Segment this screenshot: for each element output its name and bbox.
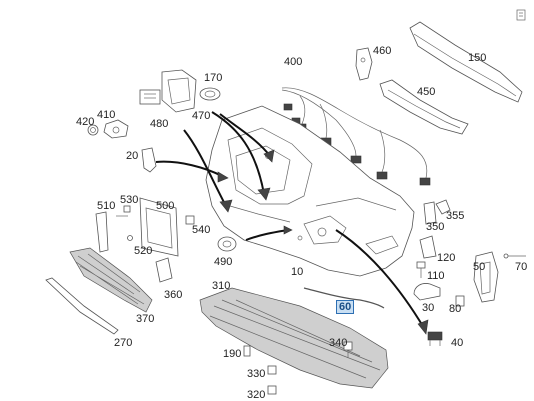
- callout-80[interactable]: 80: [449, 303, 462, 315]
- part-50-side-bracket[interactable]: [473, 251, 499, 303]
- callout-410[interactable]: 410: [97, 109, 116, 121]
- callout-400[interactable]: 400: [284, 56, 303, 68]
- callout-20[interactable]: 20: [126, 150, 139, 162]
- callout-190[interactable]: 190: [223, 348, 242, 360]
- callout-490[interactable]: 490: [214, 256, 233, 268]
- callout-120[interactable]: 120: [437, 252, 456, 264]
- part-190-bolt[interactable]: [243, 345, 251, 357]
- callout-340[interactable]: 340: [329, 337, 348, 349]
- callout-270[interactable]: 270: [114, 337, 133, 349]
- callout-360[interactable]: 360: [164, 289, 183, 301]
- callout-310[interactable]: 310: [212, 280, 231, 292]
- part-170-ring[interactable]: [199, 87, 221, 101]
- part-500-license-plate-bracket[interactable]: [139, 197, 179, 257]
- part-460-bracket[interactable]: [355, 47, 373, 81]
- corner-mark: [516, 9, 526, 21]
- callout-10[interactable]: 10: [291, 266, 304, 278]
- callout-330[interactable]: 330: [247, 368, 266, 380]
- part-420-sensor-ring[interactable]: [87, 124, 99, 136]
- callout-170[interactable]: 170: [204, 72, 223, 84]
- callout-470[interactable]: 470: [192, 110, 211, 122]
- callout-480[interactable]: 480: [150, 118, 169, 130]
- callout-110[interactable]: 110: [427, 270, 445, 282]
- callout-540[interactable]: 540: [192, 224, 211, 236]
- callout-350[interactable]: 350: [426, 221, 445, 233]
- callout-450[interactable]: 450: [417, 86, 436, 98]
- part-10-bumper-cover[interactable]: [205, 105, 415, 277]
- part-450-trim-strip[interactable]: [379, 79, 469, 135]
- part-320-nut[interactable]: [267, 385, 277, 395]
- part-510-side-strip[interactable]: [95, 211, 109, 253]
- callout-50[interactable]: 50: [473, 261, 486, 273]
- assembly-arrows: [155, 111, 429, 335]
- part-110-bolt[interactable]: [416, 261, 426, 278]
- part-120-bracket[interactable]: [419, 235, 437, 259]
- part-530-bolt[interactable]: [123, 205, 131, 213]
- part-355-clip[interactable]: [435, 199, 451, 215]
- part-310-underbody-panel[interactable]: [199, 287, 389, 389]
- callout-40[interactable]: 40: [451, 337, 464, 349]
- callout-370[interactable]: 370: [136, 313, 155, 325]
- part-480-sensor-bracket[interactable]: [139, 69, 197, 113]
- part-330-clip[interactable]: [267, 365, 277, 375]
- part-540-bolt[interactable]: [185, 215, 195, 225]
- part-20-bracket[interactable]: [141, 147, 157, 173]
- callout-460[interactable]: 460: [373, 45, 392, 57]
- part-400-wiring-harness[interactable]: [281, 87, 431, 186]
- callout-420[interactable]: 420: [76, 116, 95, 128]
- part-40-connector[interactable]: [427, 331, 443, 346]
- callout-510[interactable]: 510: [97, 200, 116, 212]
- callout-320[interactable]: 320: [247, 389, 266, 401]
- part-70-screw[interactable]: [503, 253, 526, 259]
- callout-355[interactable]: 355: [446, 210, 465, 222]
- part-360-clip[interactable]: [155, 257, 173, 283]
- part-490-sensor[interactable]: [217, 236, 237, 252]
- part-270-trim-strip[interactable]: [45, 277, 119, 335]
- part-30-cover-cap[interactable]: [413, 283, 441, 301]
- callout-60-highlighted[interactable]: 60: [336, 300, 355, 314]
- part-410-parking-sensor[interactable]: [103, 119, 129, 139]
- part-60-wire[interactable]: [303, 287, 385, 309]
- part-520-screw[interactable]: [116, 215, 133, 241]
- part-340-screw[interactable]: [343, 341, 353, 358]
- part-80-clip[interactable]: [455, 295, 465, 307]
- callout-70[interactable]: 70: [515, 261, 528, 273]
- part-370-lower-grille[interactable]: [69, 247, 153, 313]
- callout-150[interactable]: 150: [468, 52, 487, 64]
- callout-520[interactable]: 520: [134, 245, 153, 257]
- part-350-bracket[interactable]: [423, 201, 437, 225]
- callout-30[interactable]: 30: [422, 302, 435, 314]
- callout-500[interactable]: 500: [156, 200, 175, 212]
- callout-530[interactable]: 530: [120, 194, 139, 206]
